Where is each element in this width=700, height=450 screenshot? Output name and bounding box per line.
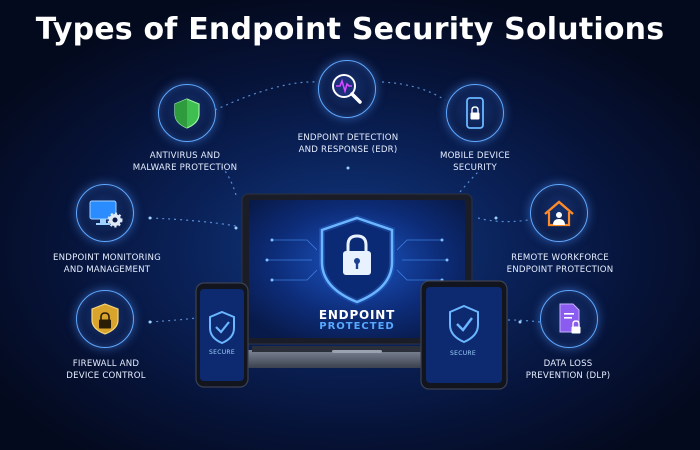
remote-circle (530, 184, 588, 242)
phone-secure-label: SECURE (209, 349, 235, 356)
magnifier-pulse-icon (332, 74, 362, 104)
document-lock-icon (559, 303, 581, 334)
shield-icon (174, 98, 200, 129)
page-title: Types of Endpoint Security Solutions (35, 12, 665, 47)
tablet-secure-label: SECURE (450, 350, 476, 357)
center-status-line2: PROTECTED (319, 321, 395, 332)
mobile-lock-icon (466, 97, 484, 129)
edr-circle (318, 60, 376, 118)
home-user-icon (544, 200, 574, 227)
dlp-circle (540, 290, 598, 348)
center-status-line1: ENDPOINT (318, 308, 396, 322)
center-status: ENDPOINT PROTECTED (312, 309, 402, 333)
shield-lock-icon (91, 303, 119, 335)
firewall-circle (76, 290, 134, 348)
monitoring-circle (76, 184, 134, 242)
phone-left (195, 282, 249, 388)
monitor-gear-icon (89, 200, 123, 228)
antivirus-circle (158, 84, 216, 142)
mobile-circle (446, 84, 504, 142)
tablet-right (420, 280, 508, 390)
